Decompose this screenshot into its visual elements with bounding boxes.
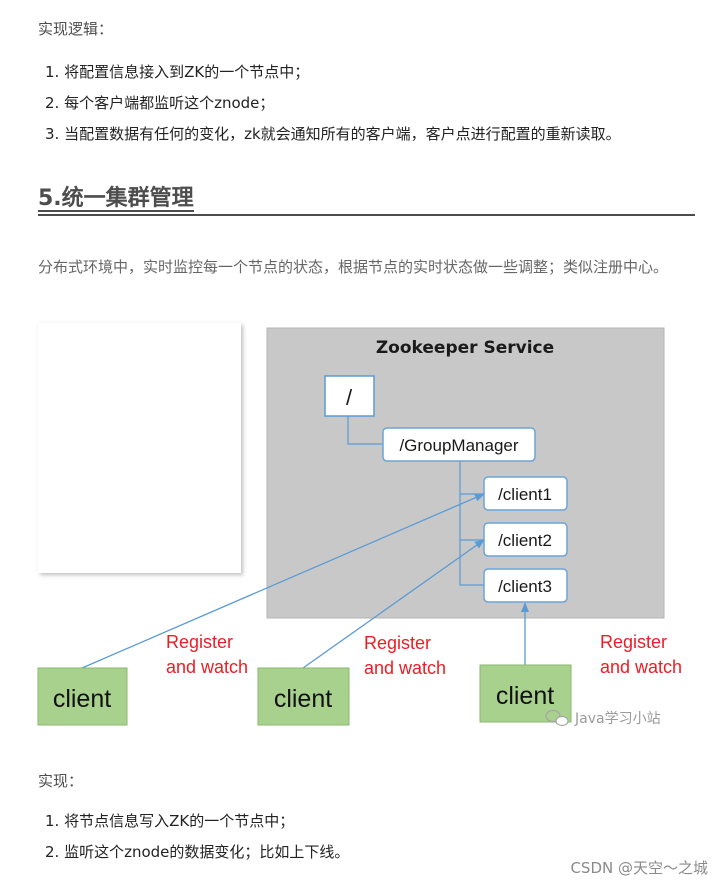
- left-image-card: [38, 323, 241, 573]
- section-description: 分布式环境中，实时监控每一个节点的状态，根据节点的实时状态做一些调整；类似注册中…: [38, 258, 669, 276]
- client-box-3: [479, 664, 572, 723]
- register-label-1: Register: [166, 632, 233, 652]
- logic-list: 1. 将配置信息接入到ZK的一个节点中； 2. 每个客户端都监听这个znode；…: [45, 57, 621, 150]
- client-box-1: [37, 667, 128, 726]
- section-heading: 5.统一集群管理: [38, 178, 695, 216]
- root-node: [324, 375, 375, 417]
- register-arrow-2: [302, 539, 485, 669]
- watch-label-2: and watch: [364, 658, 446, 678]
- csdn-watermark: CSDN @天空～之城: [570, 859, 708, 877]
- register-label-3: Register: [600, 632, 667, 652]
- service-title: Zookeeper Service: [376, 338, 554, 358]
- group-manager-label: /GroupManager: [399, 436, 518, 455]
- client-box-3-label: client: [496, 682, 554, 710]
- list-item: 1. 将配置信息接入到ZK的一个节点中；: [45, 63, 310, 81]
- client3-node-label: /client3: [498, 577, 552, 596]
- client-box-1-label: client: [53, 685, 111, 713]
- impl-label: 实现：: [38, 772, 84, 790]
- list-item: 3. 当配置数据有任何的变化，zk就会通知所有的客户端，客户点进行配置的重新读取…: [45, 125, 621, 143]
- watch-label-1: and watch: [166, 657, 248, 677]
- register-label-2: Register: [364, 633, 431, 653]
- section-heading-text: 5.统一集群管理: [38, 180, 194, 212]
- group-manager-node: [382, 427, 536, 462]
- zookeeper-service-box: [266, 327, 665, 619]
- client1-node: [483, 476, 568, 511]
- tree-connector: [347, 416, 384, 445]
- wechat-icon: [545, 709, 569, 727]
- client-box-2: [257, 667, 350, 726]
- register-arrow-1: [81, 493, 485, 669]
- diagram-watermark: Java学习小站: [574, 711, 661, 727]
- root-node-label: /: [346, 385, 353, 410]
- impl-list: 1. 将节点信息写入ZK的一个节点中； 2. 监听这个znode的数据变化；比如…: [45, 806, 349, 868]
- client-box-2-label: client: [274, 685, 332, 713]
- list-item: 2. 每个客户端都监听这个znode；: [45, 94, 275, 112]
- client1-node-label: /client1: [498, 485, 552, 504]
- list-item: 1. 将节点信息写入ZK的一个节点中；: [45, 812, 295, 830]
- logic-label: 实现逻辑：: [38, 20, 114, 38]
- client2-node-label: /client2: [498, 531, 552, 550]
- list-item: 2. 监听这个znode的数据变化；比如上下线。: [45, 843, 350, 861]
- watch-label-3: and watch: [600, 657, 682, 677]
